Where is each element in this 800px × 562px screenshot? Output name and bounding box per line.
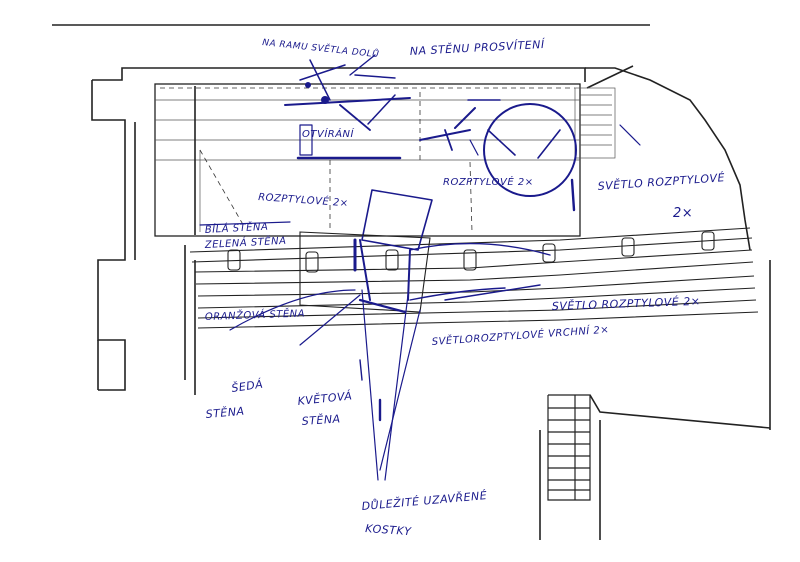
projection-circle — [483, 103, 577, 197]
label-svetlo-rozptylove-top-count: 2× — [673, 206, 693, 221]
label-dulezite-2: KOSTKY — [365, 522, 413, 538]
staircase — [547, 394, 591, 501]
ink-sketch — [199, 54, 641, 481]
label-zelena-stena: ZELENÁ STĚNA — [203, 234, 286, 251]
building-outline — [91, 65, 771, 540]
label-kvetova-2: STĚNA — [301, 412, 341, 428]
upper-gallery — [154, 83, 616, 237]
label-seda-2: STĚNA — [205, 405, 245, 421]
label-seda-1: ŠEDÁ — [231, 378, 264, 395]
label-otvirani: OTVÍRÁNÍ — [302, 127, 355, 140]
label-kvetova-1: KVĚTOVÁ — [297, 389, 353, 408]
seating-rows — [189, 227, 759, 329]
label-rozptylove-right: ROZPTYLOVÉ 2× — [443, 175, 534, 188]
label-svetlo-rozptylove-mid: SVĚTLO ROZPTYLOVÉ 2× — [552, 295, 701, 313]
label-oranzova-stena: ORANŽOVÁ STĚNA — [205, 307, 306, 323]
label-bila-stena: BÍLÁ STĚNA — [204, 220, 268, 236]
